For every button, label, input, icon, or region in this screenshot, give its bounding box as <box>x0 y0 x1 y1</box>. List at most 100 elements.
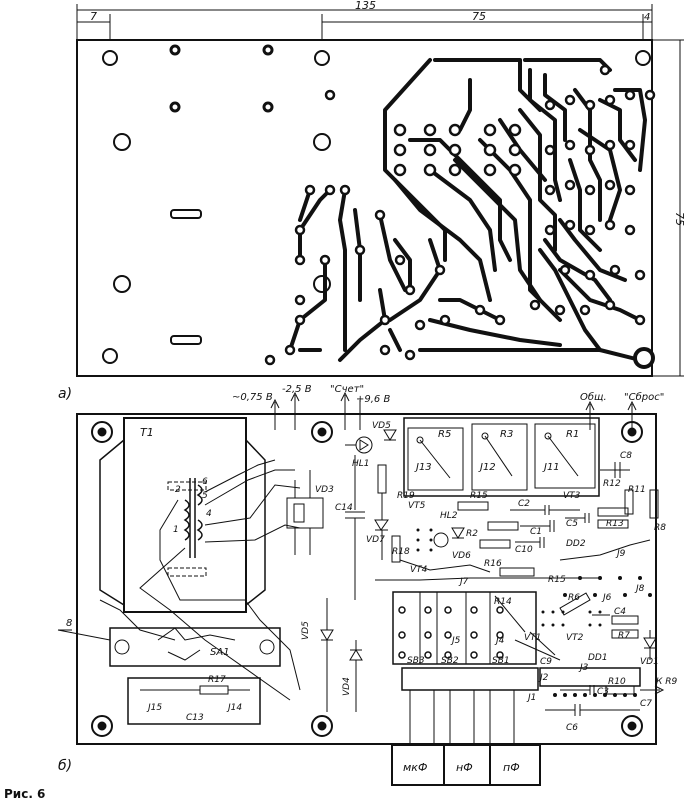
label-r15: R15 <box>470 491 488 501</box>
panel-a-label: а) <box>58 386 72 402</box>
label-r10: R10 <box>608 677 626 687</box>
label-vd3: VD3 <box>315 485 334 495</box>
label-r13: R13 <box>606 519 624 529</box>
label-vt1: VT1 <box>524 633 541 643</box>
button-stems <box>409 690 515 745</box>
label-r17: R17 <box>208 675 226 685</box>
panel-b: ~0,75 В -2,5 В "Счет" +9,6 В Общ. "Сброс… <box>57 384 678 786</box>
label-r8: R8 <box>654 523 666 533</box>
dimension-lines <box>76 4 684 377</box>
label-c7: C7 <box>640 699 652 709</box>
label-075v: ~0,75 В <box>232 392 273 403</box>
pads-left <box>169 44 274 113</box>
label-vd6: VD6 <box>452 551 471 561</box>
label-j12: J12 <box>478 462 496 473</box>
label-c4: C4 <box>614 607 626 617</box>
label-c2: C2 <box>518 499 530 509</box>
label-r16: R16 <box>484 559 502 569</box>
label-dd2: DD2 <box>566 539 586 549</box>
label-j1: J1 <box>526 693 536 703</box>
label-j9: J9 <box>615 549 626 559</box>
button-mkf[interactable]: мкФ <box>391 744 445 786</box>
label-r15b: R15 <box>548 575 566 585</box>
label-w1: 1 <box>173 525 179 535</box>
label-r11: R11 <box>628 485 646 495</box>
label-r5: R5 <box>438 429 451 440</box>
label-vd5: VD5 <box>372 421 391 431</box>
label-c9: C9 <box>540 657 552 667</box>
label-pin8: 8 <box>66 618 72 629</box>
bridge-vd3 <box>286 470 324 555</box>
dim-left-offset: 7 <box>90 10 97 23</box>
label-common: Общ. <box>580 391 607 403</box>
label-w4: 4 <box>206 509 212 519</box>
label-r1: R1 <box>566 429 579 440</box>
lower-right-parts <box>401 592 665 716</box>
label-w6: 6 <box>202 477 208 487</box>
label-j14: J14 <box>226 703 242 713</box>
figure-caption: Рис. 6 <box>4 787 45 800</box>
slots-a <box>170 209 202 345</box>
label-r7: R7 <box>618 631 630 641</box>
button-pf[interactable]: пФ <box>489 744 541 786</box>
label-reset: "Сброс" <box>624 391 664 403</box>
switch-sa1 <box>57 627 281 667</box>
relays-top <box>403 417 600 497</box>
label-r6: R6 <box>568 593 580 603</box>
button-pf-label: пФ <box>503 761 520 774</box>
label-c1: C1 <box>530 527 542 537</box>
transformer-t1 <box>99 417 266 613</box>
transistors-mid <box>375 462 659 581</box>
label-j6: J6 <box>601 593 612 603</box>
transformer-wiring <box>99 459 301 701</box>
label-sb1: SB1 <box>492 656 510 666</box>
label-w5: 5 <box>202 491 208 501</box>
label-vt5: VT5 <box>408 501 426 511</box>
dim-height: 75 <box>673 212 686 226</box>
dim-right-offset: 4 <box>644 12 650 23</box>
label-hl2: HL2 <box>440 511 458 521</box>
label-vd4: VD4 <box>342 677 352 696</box>
dim-hole-span: 75 <box>472 10 486 23</box>
label-c14: C14 <box>335 503 353 513</box>
label-r3: R3 <box>500 429 513 440</box>
label-j4: J4 <box>494 636 505 646</box>
label-r18: R18 <box>392 547 410 557</box>
label-c3: C3 <box>597 687 609 697</box>
button-mkf-label: мкФ <box>403 761 427 774</box>
label-hl1: HL1 <box>352 459 370 469</box>
label-vd7: VD7 <box>366 535 385 545</box>
label-96v: +9,6 В <box>356 394 390 405</box>
bottom-left-parts <box>127 677 261 725</box>
dim-total-width: 135 <box>355 0 376 12</box>
led-hl1 <box>345 429 397 454</box>
label-kr9: К R9 <box>656 677 678 687</box>
label-t1: T1 <box>140 426 154 439</box>
label-sa1: SA1 <box>210 647 230 658</box>
label-w2: 2 <box>175 485 181 495</box>
panel-b-label: б) <box>58 758 72 774</box>
label-j11: J11 <box>542 462 560 473</box>
ground-pad <box>633 347 655 369</box>
label-r2: R2 <box>466 529 478 539</box>
label-c10: C10 <box>515 545 533 555</box>
lower-right-dots <box>541 610 637 697</box>
label-j2: J2 <box>538 673 549 683</box>
board-outline-b <box>76 413 657 745</box>
mounting-holes-a <box>102 50 651 364</box>
small-dots <box>416 528 652 597</box>
button-nf[interactable]: нФ <box>443 744 491 786</box>
label-count: "Счет" <box>330 384 364 395</box>
mounting-holes-b <box>91 421 643 737</box>
res-r19 <box>374 464 389 560</box>
label-j13: J13 <box>414 462 432 473</box>
label-r12: R12 <box>603 479 621 489</box>
diodes-left <box>320 598 363 712</box>
button-nf-label: нФ <box>456 761 473 774</box>
label-vd1: VD1 <box>640 657 659 667</box>
label-dd1: DD1 <box>588 653 608 663</box>
label-j7: J7 <box>458 577 469 587</box>
label-vd5b: VD5 <box>301 621 311 640</box>
label-c8: C8 <box>620 451 632 461</box>
